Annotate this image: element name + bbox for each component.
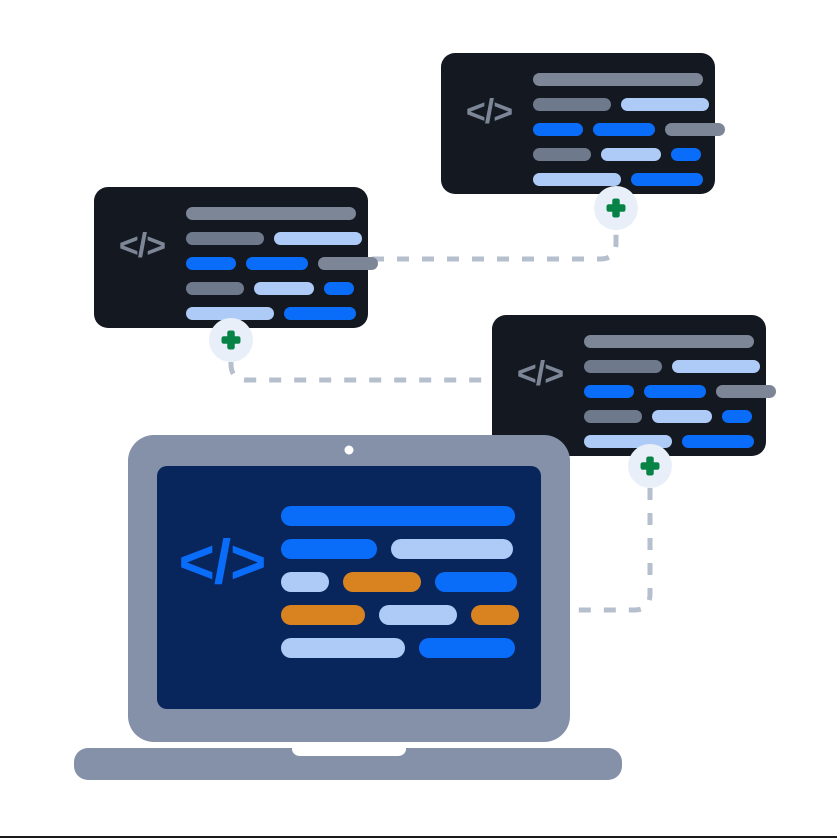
code-card-left-code-bar	[186, 257, 236, 270]
code-card-top-right-code-bar	[621, 98, 709, 111]
code-card-top-right-code-bar	[533, 73, 703, 86]
code-card-left-code-row	[186, 232, 362, 245]
laptop-code-bar	[281, 638, 405, 658]
connector-left-card-to-top-badge	[372, 231, 619, 262]
laptop-base-notch	[292, 742, 406, 756]
laptop-code-brackets-icon: </>	[179, 528, 266, 597]
code-card-top-right[interactable]: </>	[441, 53, 725, 194]
add-badge-top[interactable]	[594, 186, 638, 230]
laptop-code-bar	[435, 572, 517, 592]
laptop-code-row	[281, 506, 515, 526]
code-card-middle-right-code-bar	[584, 335, 754, 348]
code-card-left-code-row	[186, 282, 354, 295]
code-card-middle-right-code-bar	[716, 385, 776, 398]
code-brackets-icon: </>	[119, 227, 165, 265]
bottom-rule	[0, 836, 837, 838]
code-card-middle-right-code-row	[584, 410, 752, 423]
laptop-code-row	[281, 572, 517, 592]
code-card-middle-right-code-bar	[672, 360, 760, 373]
laptop-code-bar	[281, 572, 329, 592]
laptop-code-row	[281, 605, 519, 625]
code-card-left[interactable]: </>	[94, 187, 378, 328]
laptop-base	[74, 748, 622, 780]
code-card-top-right-code-bar	[533, 98, 611, 111]
laptop-code-bar	[471, 605, 519, 625]
plus-icon-vertical	[646, 456, 654, 476]
code-card-middle-right-code-bar	[682, 435, 754, 448]
code-card-top-right-code-row	[533, 123, 725, 136]
laptop-camera-dot	[344, 445, 354, 455]
laptop-code-row	[281, 638, 515, 658]
laptop-code-bar	[343, 572, 421, 592]
laptop-code-bar	[281, 506, 515, 526]
code-card-left-code-bar	[254, 282, 314, 295]
code-card-middle-right-code-bar	[644, 385, 706, 398]
plus-icon-vertical	[227, 330, 235, 350]
code-card-middle-right-code-bar	[722, 410, 752, 423]
code-card-top-right-code-row	[533, 98, 709, 111]
code-card-left-code-bar	[186, 282, 244, 295]
code-card-middle-right-code-row	[584, 435, 754, 448]
code-card-middle-right-code-row	[584, 360, 760, 373]
code-card-middle-right-code-row	[584, 385, 776, 398]
code-card-left-code-bar	[186, 207, 356, 220]
laptop-code-row	[281, 539, 513, 559]
connector-middle-badge-to-right-card	[228, 362, 492, 383]
code-card-top-right-code-bar	[533, 123, 583, 136]
code-card-top-right-code-row	[533, 148, 701, 161]
code-card-top-right-code-row	[533, 73, 703, 86]
code-card-top-right-code-bar	[631, 173, 703, 186]
code-card-top-right-code-bar	[665, 123, 725, 136]
code-card-top-right-code-bar	[671, 148, 701, 161]
code-card-middle-right-code-bar	[584, 385, 634, 398]
code-card-left-code-row	[186, 307, 356, 320]
code-card-left-code-bar	[318, 257, 378, 270]
laptop-code-bar	[281, 539, 377, 559]
connector-bottom-badge-to-laptop	[566, 488, 653, 613]
laptop-code-bar	[379, 605, 457, 625]
connector-group	[228, 231, 653, 613]
add-badge-bottom[interactable]	[628, 444, 672, 488]
code-card-left-code-row	[186, 257, 378, 270]
code-card-top-right-code-row	[533, 173, 703, 186]
code-card-left-code-bar	[186, 232, 264, 245]
code-card-left-code-bar	[274, 232, 362, 245]
code-card-middle-right-code-bar	[584, 410, 642, 423]
code-card-left-code-row	[186, 207, 356, 220]
code-card-top-right-code-bar	[593, 123, 655, 136]
code-card-middle-right-code-row	[584, 335, 754, 348]
code-card-middle-right-code-bar	[652, 410, 712, 423]
code-card-left-code-bar	[246, 257, 308, 270]
code-card-middle-right-code-bar	[584, 360, 662, 373]
code-brackets-icon: </>	[466, 93, 512, 131]
code-card-left-code-bar	[284, 307, 356, 320]
add-badge-middle[interactable]	[209, 318, 253, 362]
code-card-top-right-code-bar	[601, 148, 661, 161]
code-brackets-icon: </>	[517, 355, 563, 393]
code-card-middle-right[interactable]: </>	[492, 315, 776, 456]
plus-icon-vertical	[612, 198, 620, 218]
laptop-device: </>	[74, 435, 622, 780]
code-card-top-right-code-bar	[533, 148, 591, 161]
code-card-left-code-bar	[186, 307, 274, 320]
laptop-code-bar	[419, 638, 515, 658]
code-card-top-right-code-bar	[533, 173, 621, 186]
laptop-code-bar	[391, 539, 513, 559]
code-card-left-code-bar	[324, 282, 354, 295]
laptop-code-bar	[281, 605, 365, 625]
